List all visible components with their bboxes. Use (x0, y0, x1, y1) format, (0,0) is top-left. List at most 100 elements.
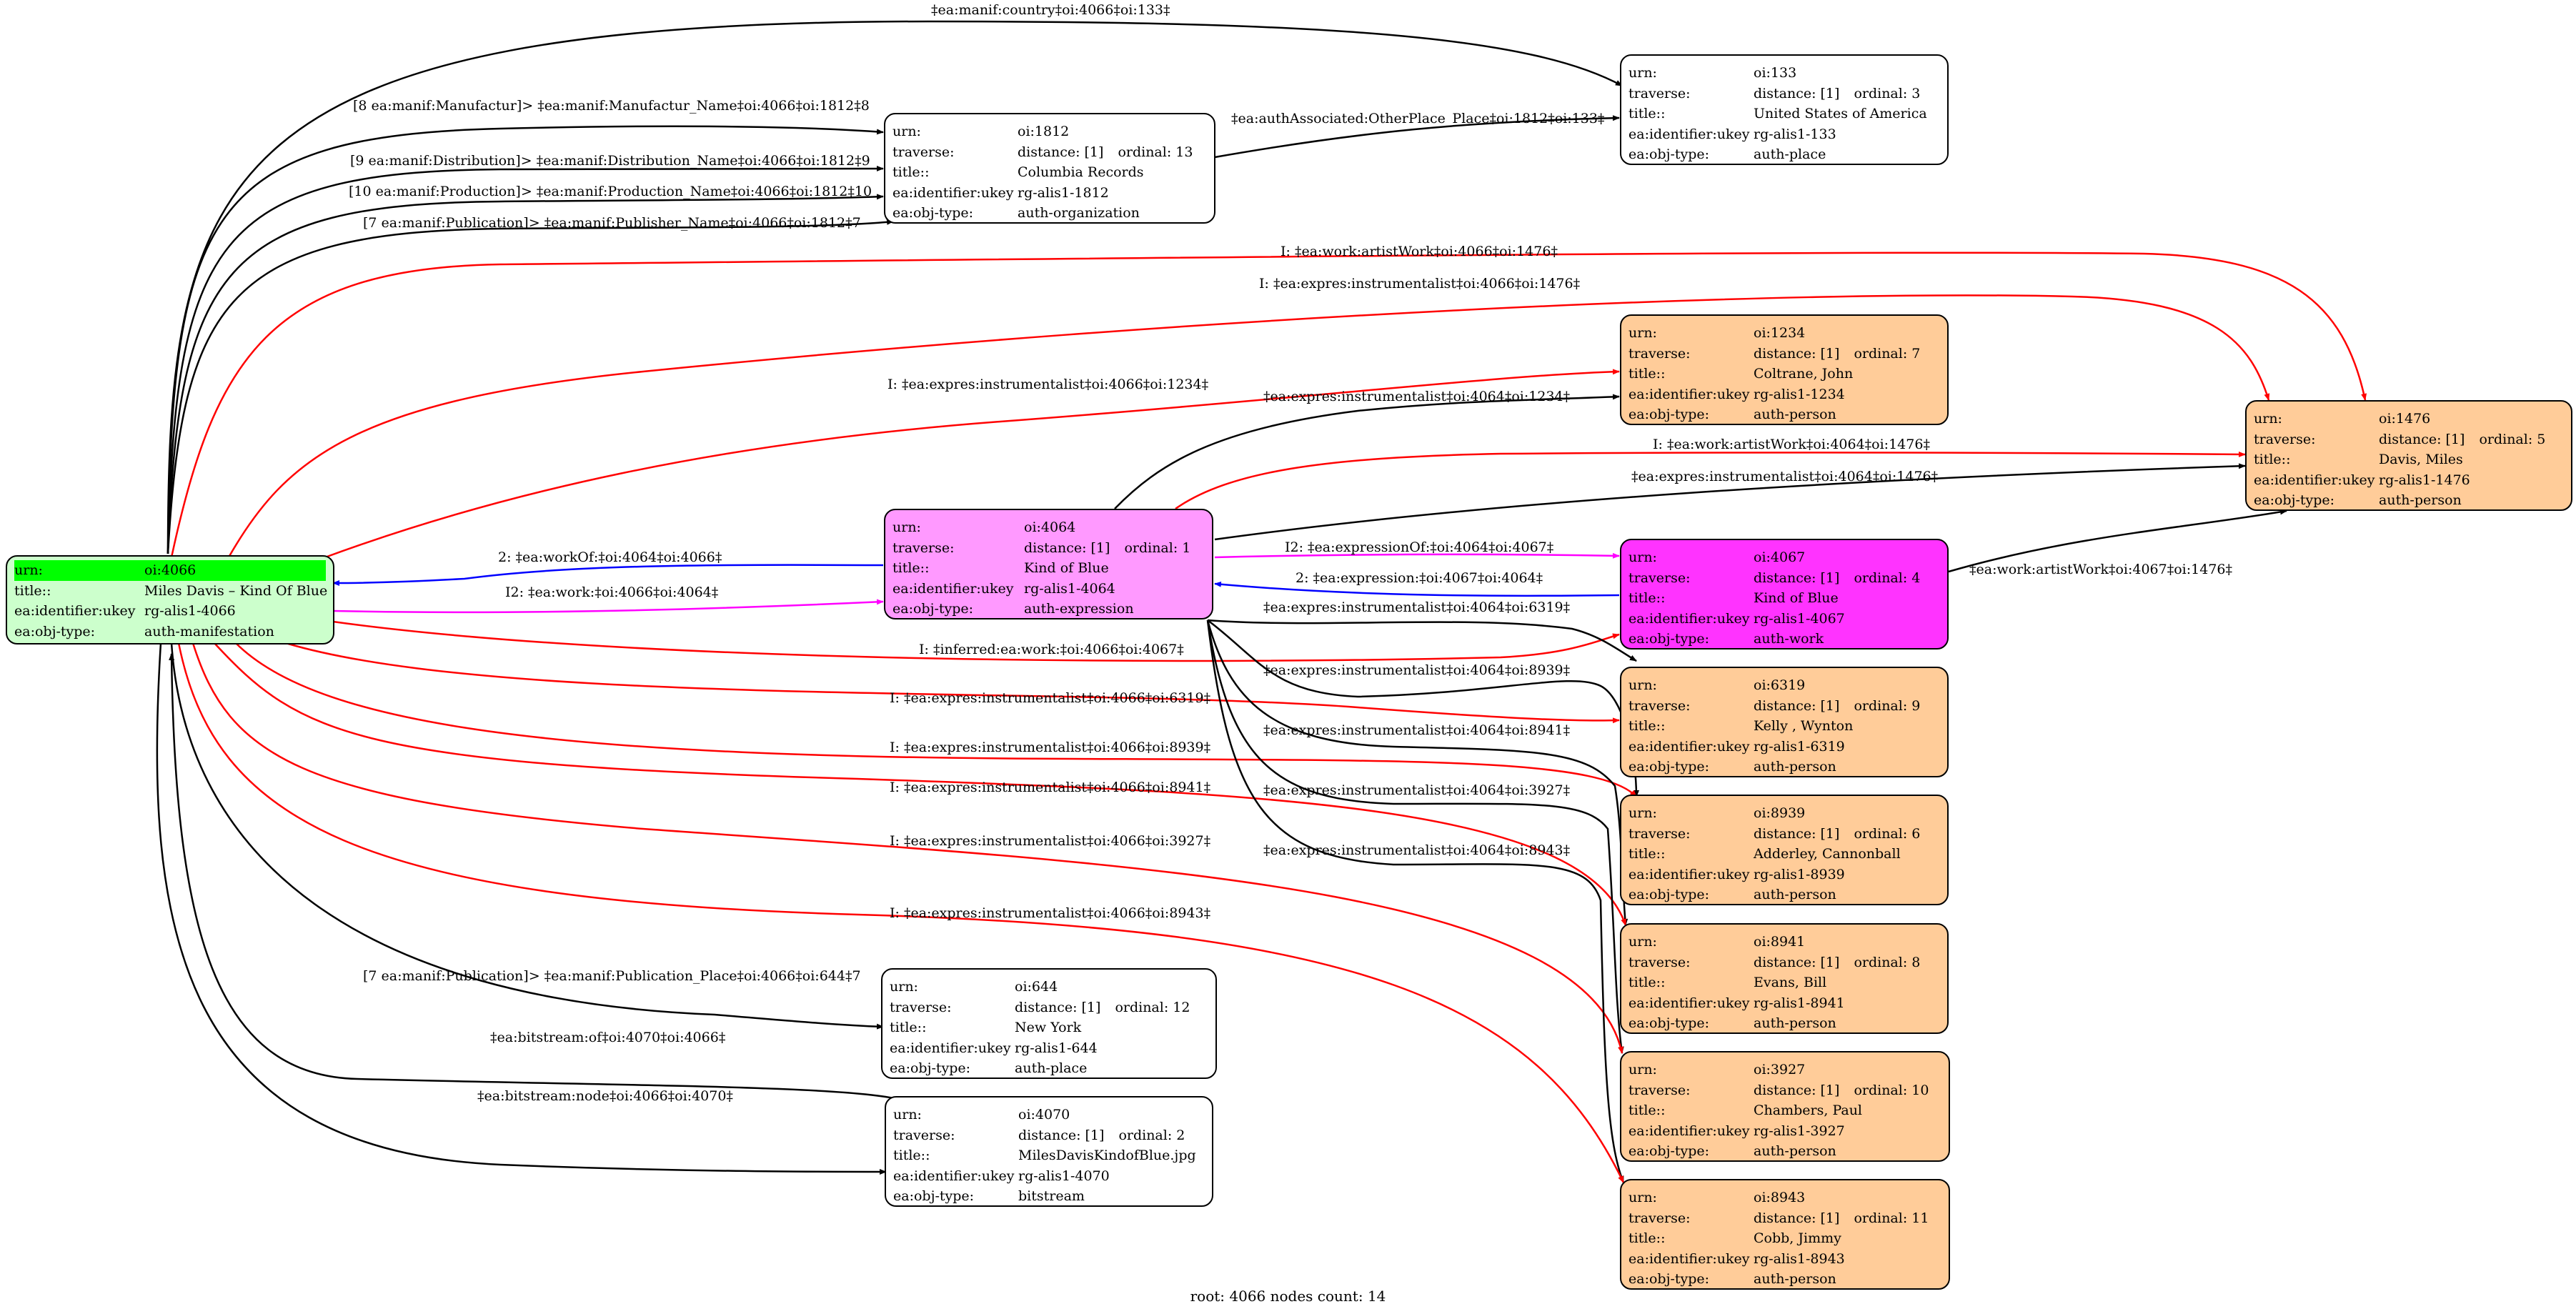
node-title-row: title::New York (890, 1017, 1208, 1038)
field-key: title:: (1628, 718, 1666, 734)
field-key: ea:identifier:ukey (892, 184, 1014, 201)
field-value: distance: [1]ordinal: 13 (1018, 142, 1193, 163)
edge-label-e14: I2: ‡ea:work:‡oi:4066‡oi:4064‡ (505, 584, 718, 600)
edge-e26 (192, 642, 1624, 1054)
field-key: urn: (1628, 1062, 1657, 1077)
field-key: ea:identifier:ukey (14, 603, 136, 619)
field-value-text: Kind of Blue (1024, 560, 1109, 576)
node-urn-row: urn: oi:8943 (1628, 1188, 1941, 1208)
field-key: urn: (1628, 1190, 1657, 1205)
edge-label-e1: ‡ea:manif:country‡oi:4066‡oi:133‡ (931, 2, 1170, 18)
field-value-text: auth-person (2379, 492, 2462, 508)
field-value: oi:1476 (2379, 409, 2430, 429)
field-value: auth-manifestation (144, 623, 274, 639)
field-value-text: distance: [1] (1754, 1210, 1840, 1226)
ordinal-value: ordinal: 11 (1854, 1210, 1929, 1226)
node-type-row: ea:obj-type:auth-expression (892, 599, 1205, 618)
field-value: distance: [1]ordinal: 7 (1754, 344, 1920, 364)
field-value-text: auth-person (1754, 1271, 1836, 1287)
field-value-text: auth-person (1754, 759, 1836, 775)
node-title-row: title::Davis, Miles (2254, 449, 2564, 470)
field-value: distance: [1]ordinal: 9 (1754, 696, 1920, 717)
field-key: ea:obj-type: (890, 1060, 971, 1076)
field-value-text: rg-alis1-4070 (1018, 1168, 1110, 1184)
node-oi-1234[interactable]: urn: oi:1234 traverse: distance: [1]ordinal… (1620, 314, 1949, 425)
field-key: ea:obj-type: (2254, 492, 2335, 508)
field-value: distance: [1]ordinal: 12 (1015, 997, 1190, 1018)
field-value: rg-alis1-8943 (1754, 1249, 1845, 1270)
node-urn-row: urn: oi:1234 (1628, 323, 1940, 344)
field-value: auth-place (1015, 1058, 1087, 1077)
node-traverse-row: traverse:distance: [1]ordinal: 5 (2254, 429, 2564, 450)
field-value: rg-alis1-4066 (144, 603, 236, 619)
field-value: rg-alis1-4067 (1754, 609, 1845, 629)
field-value-text: distance: [1] (1754, 825, 1840, 842)
ordinal-value: ordinal: 2 (1118, 1127, 1185, 1143)
field-value-text: auth-person (1754, 1143, 1836, 1159)
field-key: ea:identifier:ukey (890, 1040, 1011, 1056)
field-key: urn: (1628, 325, 1657, 341)
node-root-ukey-row: ea:identifier:ukey rg-alis1-4066 (14, 601, 326, 622)
field-value-text: New York (1015, 1020, 1082, 1035)
edge-label-e25: ‡ea:expres:instrumentalist‡oi:4064‡oi:39… (1263, 782, 1570, 798)
edge-label-e29: [7 ea:manif:Publication]> ‡ea:manif:Publ… (363, 968, 861, 984)
ordinal-value: ordinal: 1 (1124, 539, 1191, 556)
field-key: ea:obj-type: (1628, 887, 1710, 902)
field-value: oi:4064 (1024, 517, 1075, 538)
field-value: Davis, Miles (2379, 449, 2463, 470)
node-type-row: ea:obj-type:auth-person (1628, 404, 1940, 424)
field-value: Chambers, Paul (1754, 1100, 1862, 1121)
field-key: ea:identifier:ukey (1628, 610, 1750, 627)
node-type-row: ea:obj-type: auth-person (1628, 1269, 1941, 1288)
field-key: ea:identifier:ukey (1628, 995, 1750, 1011)
field-value-text: Adderley, Cannonball (1754, 846, 1901, 862)
field-value: oi:8943 (1754, 1188, 1805, 1208)
field-value-text: auth-work (1754, 631, 1824, 647)
field-key: traverse: (1628, 825, 1691, 842)
node-root-4066[interactable]: urn: oi:4066 title:: Miles Davis – Kind … (6, 555, 334, 644)
node-urn-row: urn:oi:133 (1628, 63, 1940, 84)
node-traverse-row: traverse:distance: [1]ordinal: 4 (1628, 568, 1940, 589)
field-key: traverse: (1628, 569, 1691, 586)
node-type-row: ea:obj-type:auth-person (1628, 885, 1940, 904)
field-value-text: Kelly , Wynton (1754, 718, 1854, 734)
edge-label-e30: ‡ea:bitstream:of‡oi:4070‡oi:4066‡ (490, 1030, 725, 1045)
node-traverse-row: traverse:distance: [1]ordinal: 8 (1628, 952, 1940, 973)
node-traverse-row: traverse:distance: [1]ordinal: 11 (1628, 1208, 1941, 1229)
node-urn-row: urn:oi:4070 (893, 1105, 1205, 1125)
edge-e19 (1207, 619, 1637, 662)
field-key: traverse: (1628, 345, 1691, 362)
field-value: United States of America (1754, 104, 1927, 124)
field-value-text: auth-expression (1024, 601, 1134, 617)
field-value-text: distance: [1] (1754, 954, 1840, 970)
field-value: rg-alis1-1812 (1018, 183, 1109, 204)
field-value: auth-place (1754, 144, 1826, 164)
field-value-text: oi:1234 (1754, 325, 1806, 341)
edge-e3 (166, 165, 884, 554)
edge-label-e10: ‡ea:expres:instrumentalist‡oi:4064‡oi:12… (1263, 389, 1570, 404)
edge-e4 (166, 194, 884, 554)
edge-e24 (214, 642, 1627, 926)
field-value: oi:644 (1015, 977, 1058, 997)
field-value: auth-organization (1018, 203, 1140, 222)
field-key: ea:obj-type: (1628, 1271, 1710, 1287)
